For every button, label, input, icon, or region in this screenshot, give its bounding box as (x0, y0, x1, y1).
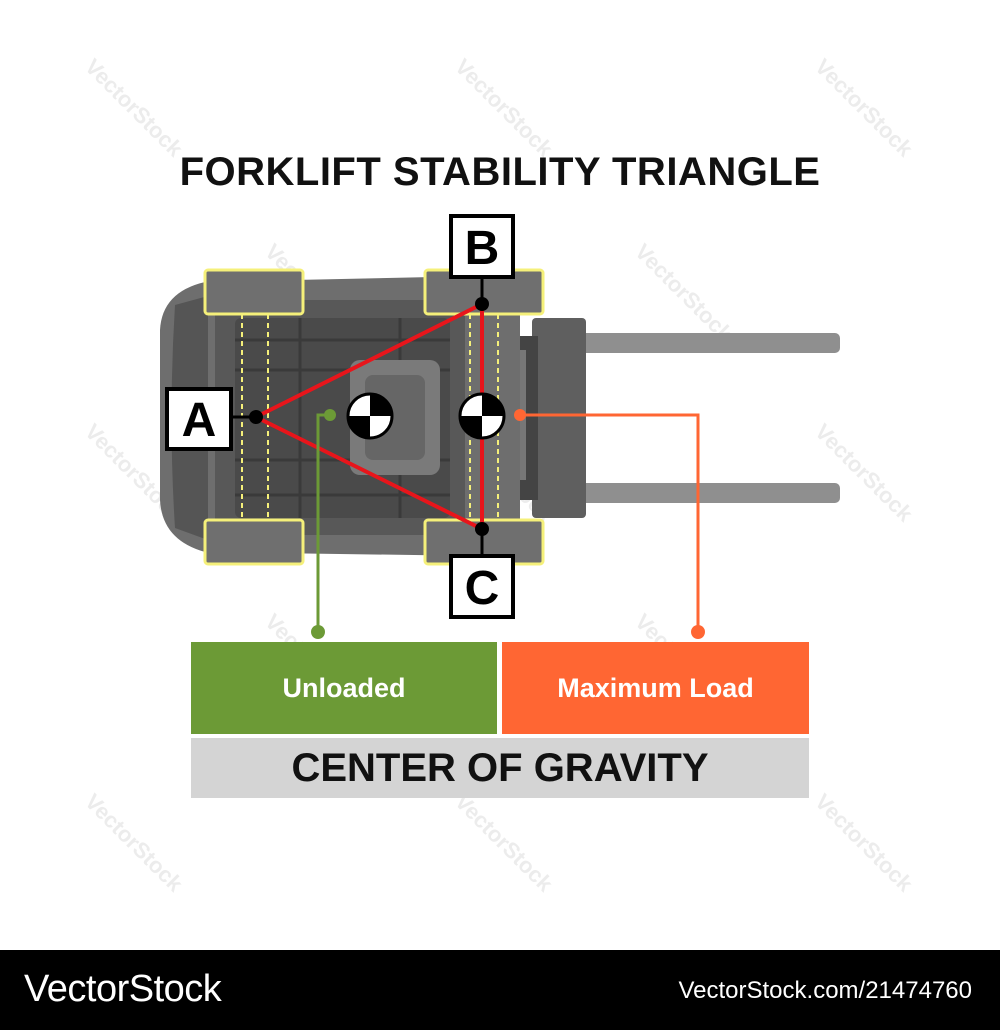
maxload-cog-dot-top (514, 409, 526, 421)
label-c-text: C (465, 562, 500, 615)
image-id: VectorStock.com/21474760 (678, 977, 972, 1004)
wheels (203, 268, 545, 566)
vertex-c-dot (475, 522, 489, 536)
unloaded-cog-dot-bottom (311, 625, 325, 639)
unloaded-cog-dot-top (324, 409, 336, 421)
label-b-text: B (465, 222, 500, 275)
maxload-cog-symbol-icon (458, 392, 506, 440)
maxload-cog-dot-bottom (691, 625, 705, 639)
center-of-gravity-label: CENTER OF GRAVITY (191, 738, 809, 798)
vertex-b-dot (475, 297, 489, 311)
maximum-load-box: Maximum Load (502, 642, 809, 734)
forklift-diagram: A B C (160, 214, 840, 639)
unloaded-label: Unloaded (282, 672, 406, 703)
vertex-a-dot (249, 410, 263, 424)
brand-logo[interactable]: VectorStock (24, 968, 222, 1010)
label-c: C (449, 554, 515, 619)
footer-bar: VectorStock VectorStock.com/21474760 (0, 950, 1000, 1030)
label-b: B (449, 214, 515, 279)
unloaded-cog-symbol-icon (346, 392, 394, 440)
page-title: FORKLIFT STABILITY TRIANGLE (179, 150, 821, 194)
forks (560, 333, 840, 503)
unloaded-box: Unloaded (191, 642, 497, 734)
label-a: A (165, 387, 233, 451)
maxload-cog-connector (520, 413, 700, 632)
label-a-text: A (182, 394, 217, 447)
maximum-load-label: Maximum Load (557, 672, 754, 703)
